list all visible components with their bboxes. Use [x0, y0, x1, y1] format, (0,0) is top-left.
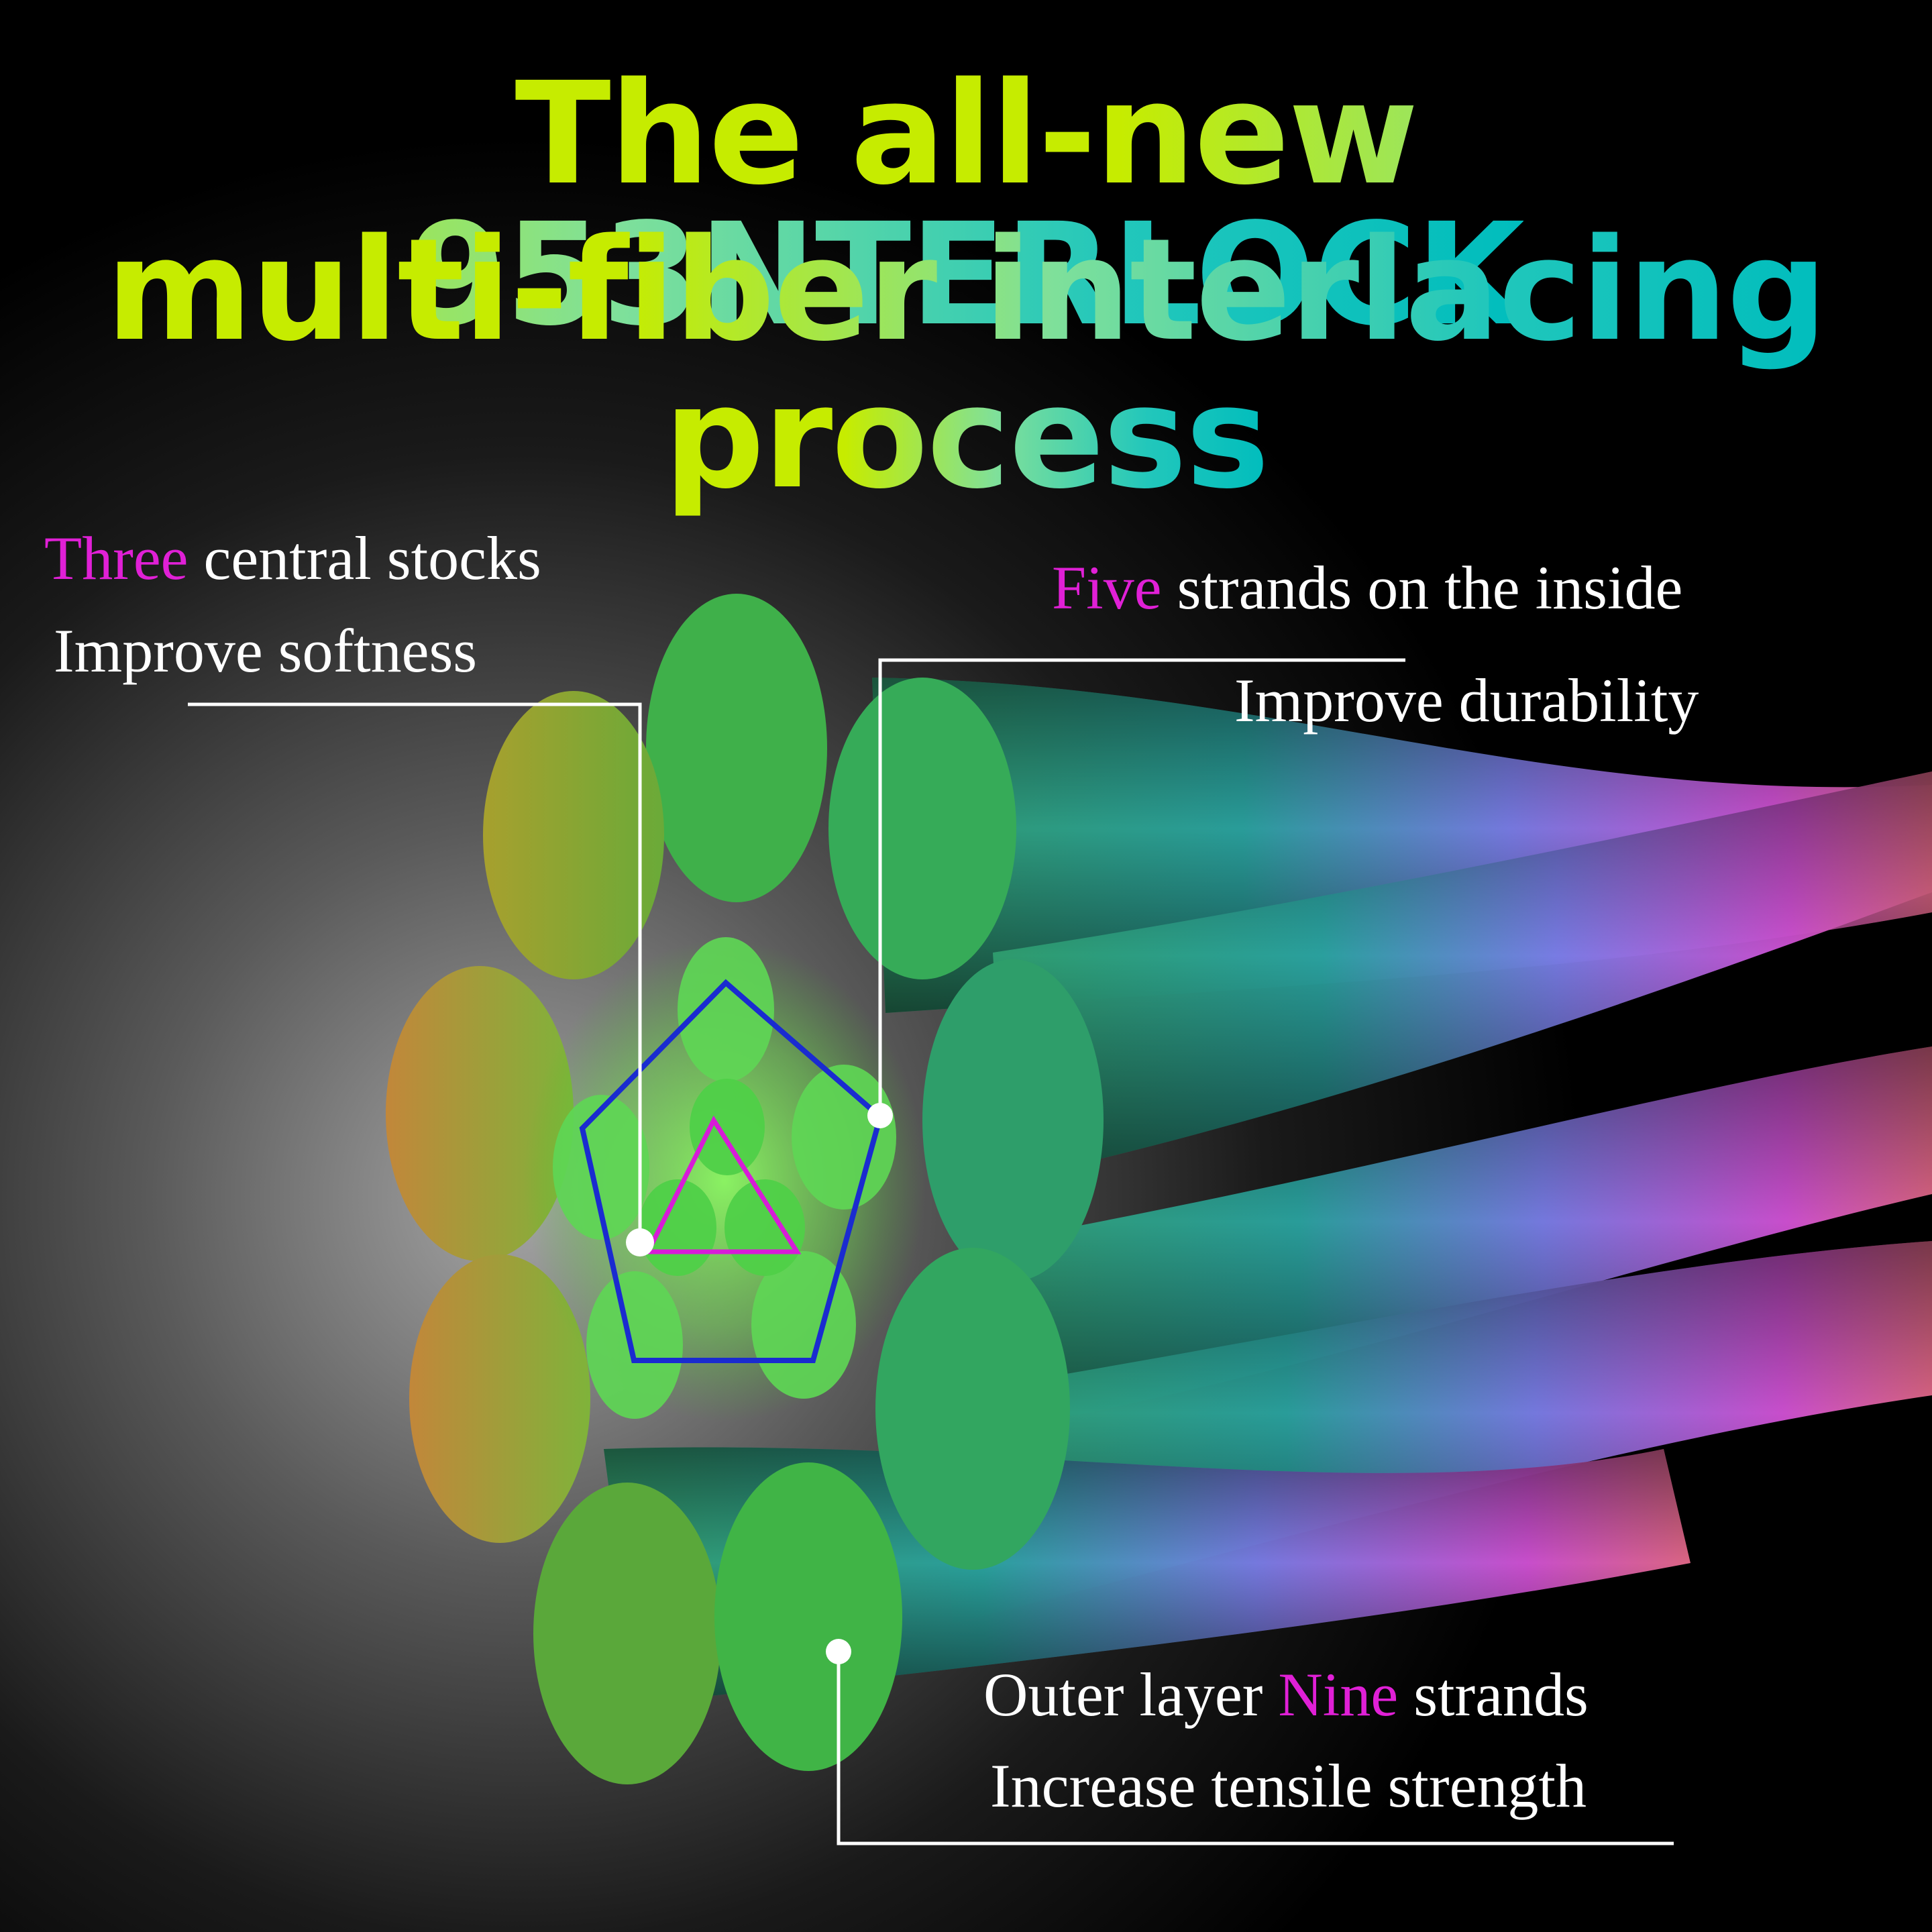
headline-line-3: process	[663, 356, 1269, 520]
outer-strand-end	[828, 678, 1016, 979]
outer-strand-end	[483, 691, 664, 979]
callout-center-line-1: Three central stocks	[44, 527, 541, 589]
callout-center-text: central stocks	[188, 524, 541, 592]
callout-inner-line-1: Five strands on the inside	[1052, 557, 1682, 619]
callout-outer-highlight: Nine	[1278, 1660, 1399, 1729]
strand-tube-shade	[959, 1046, 1932, 1436]
callout-inner-highlight: Five	[1052, 553, 1162, 622]
inner-strand-end	[586, 1271, 683, 1419]
callout-inner-text: strands on the inside	[1161, 553, 1683, 622]
pentagon-outline	[579, 979, 883, 1363]
callout-center-line-2: Improve softness	[54, 616, 478, 685]
leader-lines	[188, 658, 1674, 1845]
center-strand-end	[724, 1179, 805, 1276]
callout-inner-line-2: Improve durability	[1234, 666, 1699, 735]
triangle-outline	[644, 1115, 802, 1254]
anchor-dot-inner	[867, 1103, 893, 1128]
outer-strand-end	[922, 959, 1104, 1281]
center-strand-end	[690, 1079, 765, 1175]
callout-outer-text-after: strands	[1398, 1660, 1589, 1729]
headline-line-2: multi-fiber interlacing	[105, 208, 1827, 372]
inner-strand-end	[792, 1065, 896, 1210]
callout-outer-line-1: Outer layer Nine strands	[983, 1664, 1589, 1725]
outer-strand-ends	[386, 594, 1104, 1784]
outer-strand-end	[533, 1483, 721, 1784]
outer-strand-end	[875, 1248, 1070, 1570]
strand-tube-shade	[993, 771, 1932, 1181]
anchor-dot-center	[626, 1228, 654, 1256]
leader-line-inner	[878, 658, 1405, 1116]
outer-strand-end	[646, 594, 827, 902]
leader-line-outer	[837, 1652, 1674, 1845]
outer-strand-end	[409, 1254, 590, 1543]
anchor-dot-outer	[826, 1639, 851, 1664]
outer-strand-end	[714, 1462, 902, 1771]
inner-strand-end	[678, 937, 774, 1082]
callout-outer-text-before: Outer layer	[983, 1660, 1279, 1729]
leader-line-center	[188, 702, 642, 1242]
headline-line-1: The all-new 953NTERLOCK	[0, 64, 1932, 345]
callout-outer-line-2: Increase tensile strength	[990, 1752, 1587, 1820]
callout-center-highlight: Three	[44, 524, 189, 592]
inner-strand-ends	[553, 937, 896, 1419]
inner-strand-end	[553, 1095, 649, 1240]
